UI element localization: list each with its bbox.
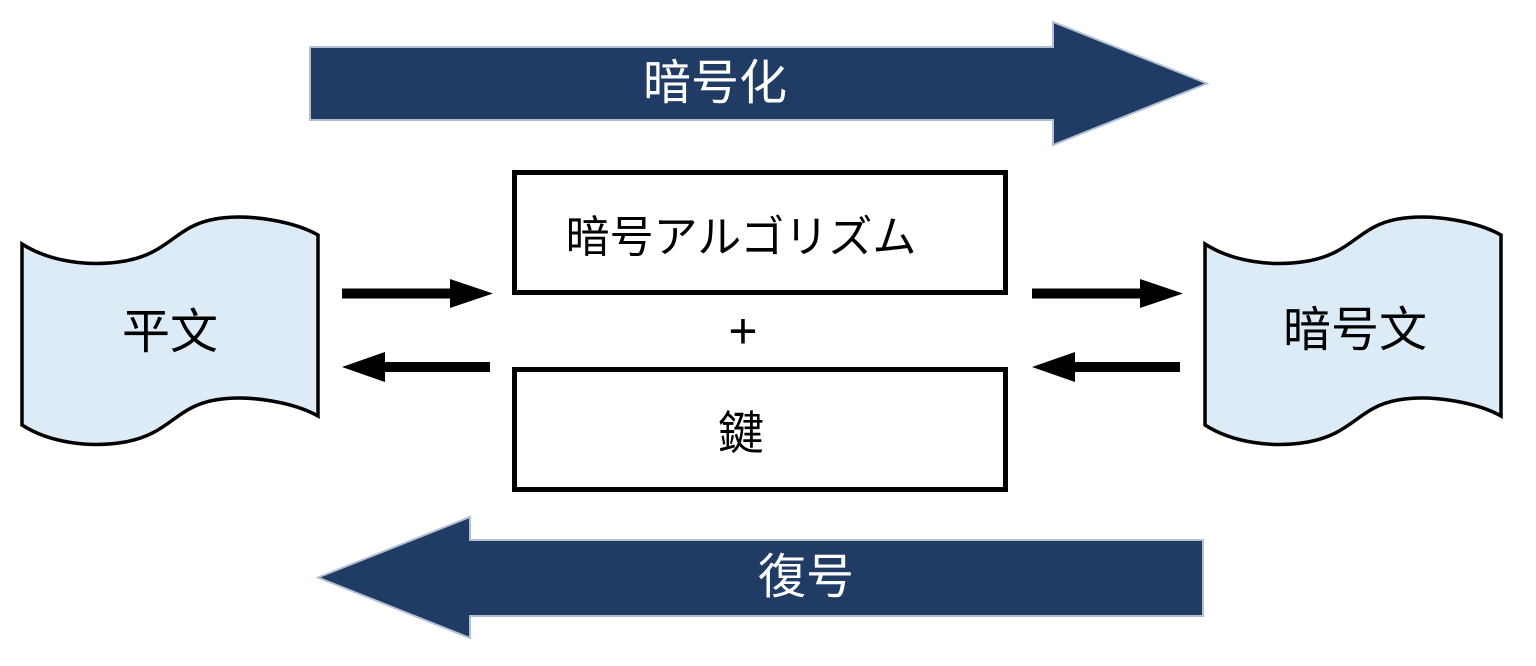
plaintext-to-algorithm-arrow xyxy=(342,279,493,308)
key-box-label: 鍵 xyxy=(718,406,764,459)
ciphertext-to-algorithm-arrow xyxy=(1032,352,1180,382)
decrypt-arrow-label: 復号 xyxy=(757,551,854,604)
algorithm-box-label: 暗号アルゴリズム xyxy=(565,212,917,262)
decrypt-arrow-shape xyxy=(315,515,1204,640)
plaintext-label: 平文 xyxy=(121,306,218,359)
algorithm-box: 暗号アルゴリズム xyxy=(512,170,1008,295)
plus-operator: + xyxy=(728,303,758,359)
ciphertext-document-shape xyxy=(1203,215,1503,447)
key-box: 鍵 xyxy=(512,367,1008,492)
ciphertext-label: 暗号文 xyxy=(1282,304,1427,357)
plaintext-document-shape xyxy=(20,215,320,447)
algorithm-to-ciphertext-arrow xyxy=(1032,279,1183,308)
encrypt-arrow-shape xyxy=(309,20,1210,147)
encrypt-arrow-label: 暗号化 xyxy=(642,57,787,110)
algorithm-to-plaintext-arrow xyxy=(342,352,490,382)
